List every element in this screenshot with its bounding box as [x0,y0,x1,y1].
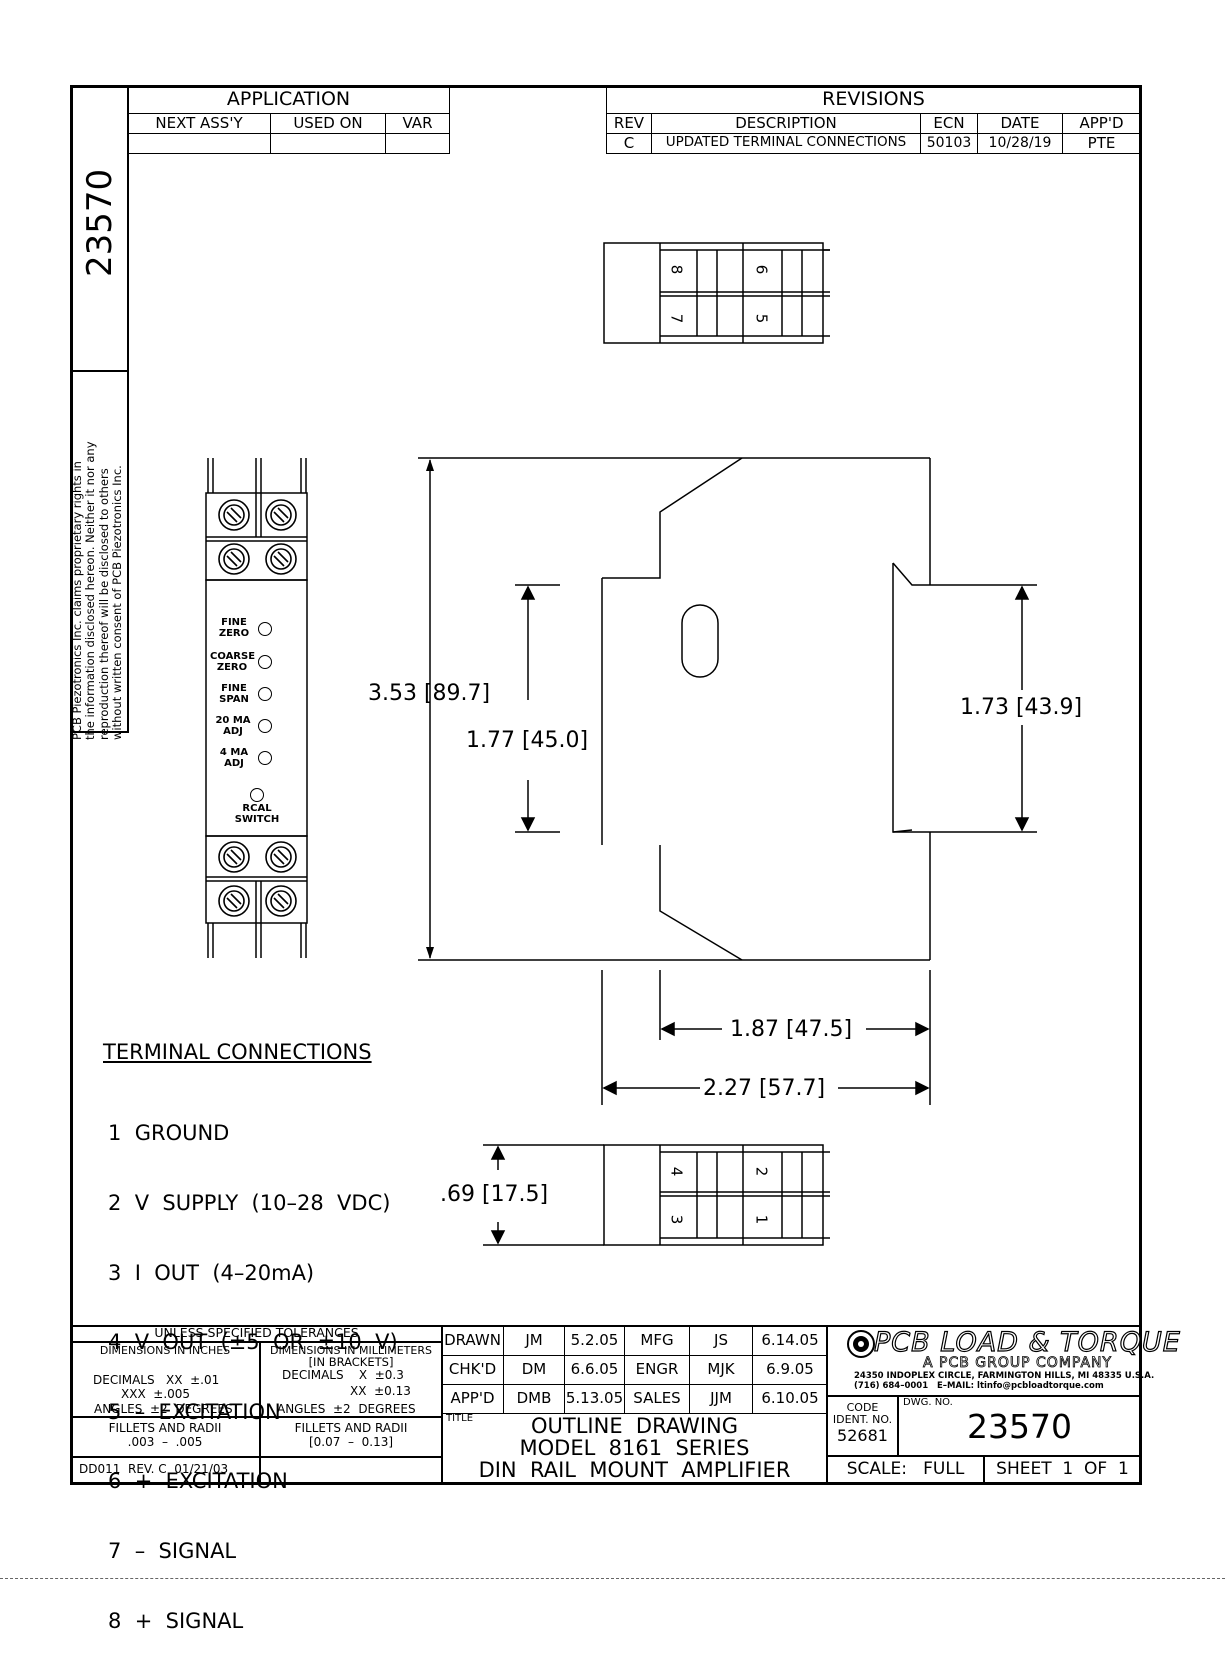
list-item: 5 – EXCITATION [108,1399,281,1424]
terminal-number-7: 7 [667,313,686,324]
revision-row: C UPDATED TERMINAL CONNECTIONS 50103 10/… [606,132,1140,154]
bottom-terminal-view [603,1144,830,1246]
terminal-number-5: 5 [752,313,771,324]
adjust-pot-coarse-zero[interactable] [258,655,272,669]
code-ident-label: CODE IDENT. NO. [832,1401,893,1426]
title-line-3: DIN RAIL MOUNT AMPLIFIER [478,1458,791,1482]
title-area: TITLE OUTLINE DRAWING MODEL 8161 SERIES … [442,1412,827,1484]
signoff-table: DRAWN JM 5.2.05 MFG JS 6.14.05 CHK'D DM … [442,1326,827,1414]
code-ident-number: 52681 [837,1426,888,1445]
terminal-number-4: 4 [667,1166,686,1177]
company-contact: (716) 684–0001 E–MAIL: ltinfo@pcbloadtor… [854,1381,1104,1391]
adjust-pot-fine-zero[interactable] [258,622,272,636]
list-item: 8 + SIGNAL [108,1608,244,1633]
list-item: 2 V SUPPLY (10–28 VDC) [108,1191,391,1216]
top-terminal-view [603,242,830,344]
label-coarse-zero: COARSE ZERO [210,651,256,673]
dim-height-rail: 1.73 [43.9] [960,695,1083,720]
drawing-border [70,85,1142,1485]
terminal-number-6: 6 [752,264,771,275]
table-row: CHK'D DM 6.6.05 ENGR MJK 6.9.05 [442,1354,827,1385]
company-address: 24350 INDOPLEX CIRCLE, FARMINGTON HILLS,… [854,1371,1155,1381]
terminal-connections-title: TERMINAL CONNECTIONS [103,1040,372,1064]
side-strip-divider [127,87,129,732]
dim-width-total: 2.27 [57.7] [703,1076,826,1101]
application-table: APPLICATION NEXT ASS'Y USED ON VAR [128,87,450,154]
label-rcal-switch: RCAL SWITCH [234,803,280,825]
sheet-value: SHEET 1 OF 1 [996,1459,1129,1479]
company-name: PCB LOAD & TORQUE [873,1327,1181,1358]
dwg-number: 23570 [967,1407,1072,1446]
terminal-number-2: 2 [752,1166,771,1177]
dim-height-total: 3.53 [89.7] [368,681,491,706]
dim-width-inner: 1.87 [47.5] [730,1017,853,1042]
dwg-no-label: DWG. NO. [903,1397,953,1408]
list-item: 3 I OUT (4–20mA) [108,1260,315,1285]
list-item: 7 – SIGNAL [108,1539,237,1564]
title-line-2: MODEL 8161 SERIES [519,1436,750,1460]
terminal-number-8: 8 [667,264,686,275]
revisions-table: REVISIONS REV DESCRIPTION ECN DATE APP'D… [606,87,1140,154]
scale-value: SCALE: FULL [846,1459,965,1479]
list-item: 1 GROUND [108,1121,230,1146]
company-group: A PCB GROUP COMPANY [923,1355,1113,1371]
pcb-logo-icon [847,1330,875,1358]
company-block: PCB LOAD & TORQUE A PCB GROUP COMPANY 24… [828,1326,1180,1396]
rcal-switch[interactable] [250,788,264,802]
adjust-pot-20ma[interactable] [258,719,272,733]
title-line-1: OUTLINE DRAWING [530,1414,739,1438]
label-fine-span: FINE SPAN [219,683,249,705]
dim-pitch: .69 [17.5] [440,1182,549,1207]
label-fine-zero: FINE ZERO [218,617,250,639]
terminal-number-1: 1 [752,1214,771,1225]
outline-drawing [205,242,1037,1246]
terminal-screw-icons [218,499,297,917]
page-cut-line [0,1578,1225,1579]
label-4ma-adj: 4 MA ADJ [219,747,249,769]
adjust-pot-fine-span[interactable] [258,687,272,701]
dim-height-mid: 1.77 [45.0] [466,728,589,753]
terminal-number-3: 3 [667,1214,686,1225]
adjust-pot-4ma[interactable] [258,751,272,765]
label-20ma-adj: 20 MA ADJ [215,715,251,737]
table-row: APP'D DMB 5.13.05 SALES JJM 6.10.05 [442,1383,827,1414]
front-panel-outline [205,458,308,958]
tolerances-block: UNLESS SPECIFIED TOLERANCES DIMENSIONS I… [71,1326,442,1484]
list-item: 6 + EXCITATION [108,1469,288,1494]
table-row: DRAWN JM 5.2.05 MFG JS 6.14.05 [442,1326,827,1356]
